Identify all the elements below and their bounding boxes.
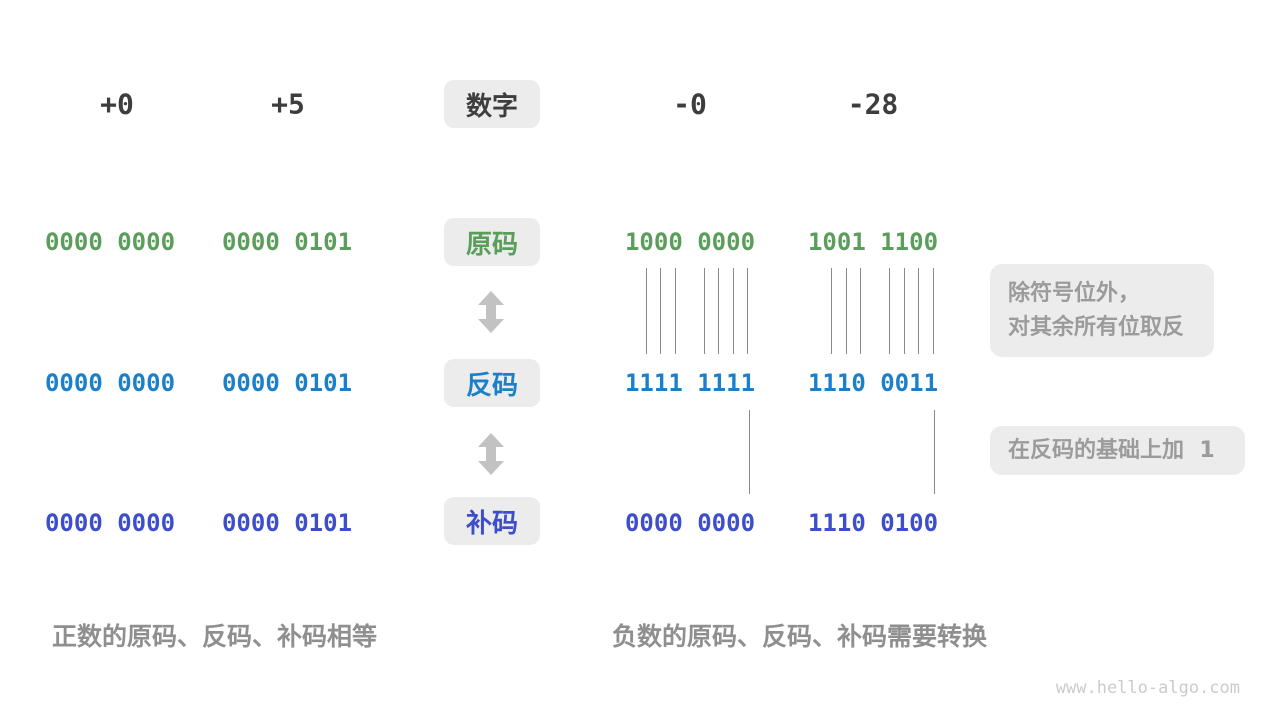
bit-line <box>704 268 705 354</box>
binary-value: 0000 0000 <box>44 369 176 397</box>
bit-line <box>846 268 847 354</box>
chip-sign-magnitude: 原码 <box>444 218 540 266</box>
header-minus-28: -28 <box>847 87 899 121</box>
binary-value: 1001 1100 <box>807 228 939 256</box>
double-arrow-icon <box>478 291 504 337</box>
binary-value: 1110 0011 <box>807 369 939 397</box>
bit-line <box>675 268 676 354</box>
bit-line <box>660 268 661 354</box>
double-arrow-icon <box>478 433 504 479</box>
bit-line <box>889 268 890 354</box>
binary-value: 1000 0000 <box>624 228 756 256</box>
bit-line <box>860 268 861 354</box>
note-add-one: 在反码的基础上加 1 <box>990 426 1245 475</box>
watermark: www.hello-algo.com <box>1055 678 1240 698</box>
note-line: 在反码的基础上加 1 <box>1008 437 1215 463</box>
binary-value: 0000 0000 <box>44 228 176 256</box>
note-line: 除符号位外， <box>1008 280 1141 306</box>
chip-ones-complement: 反码 <box>444 359 540 407</box>
bit-line <box>904 268 905 354</box>
header-plus-zero: +0 <box>100 87 134 121</box>
header-plus-five: +5 <box>271 87 305 121</box>
binary-value: 1110 0100 <box>807 509 939 537</box>
bit-line <box>733 268 734 354</box>
bit-line <box>749 410 750 494</box>
chip-twos-complement: 补码 <box>444 497 540 545</box>
note-invert-bits: 除符号位外， 对其余所有位取反 <box>990 264 1214 357</box>
chip-number-label: 数字 <box>444 80 540 128</box>
bit-line <box>718 268 719 354</box>
note-line: 对其余所有位取反 <box>1008 314 1185 340</box>
bit-line <box>934 410 935 494</box>
binary-value: 0000 0101 <box>221 369 353 397</box>
caption-positive: 正数的原码、反码、补码相等 <box>52 622 378 651</box>
bit-line <box>918 268 919 354</box>
binary-value: 0000 0101 <box>221 228 353 256</box>
caption-negative: 负数的原码、反码、补码需要转换 <box>612 622 988 651</box>
binary-value: 1111 1111 <box>624 369 756 397</box>
binary-value: 0000 0101 <box>221 509 353 537</box>
bit-line <box>831 268 832 354</box>
bit-line <box>646 268 647 354</box>
bit-line <box>933 268 934 354</box>
header-minus-zero: -0 <box>673 87 707 121</box>
binary-value: 0000 0000 <box>44 509 176 537</box>
bit-line <box>747 268 748 354</box>
binary-value: 0000 0000 <box>624 509 756 537</box>
